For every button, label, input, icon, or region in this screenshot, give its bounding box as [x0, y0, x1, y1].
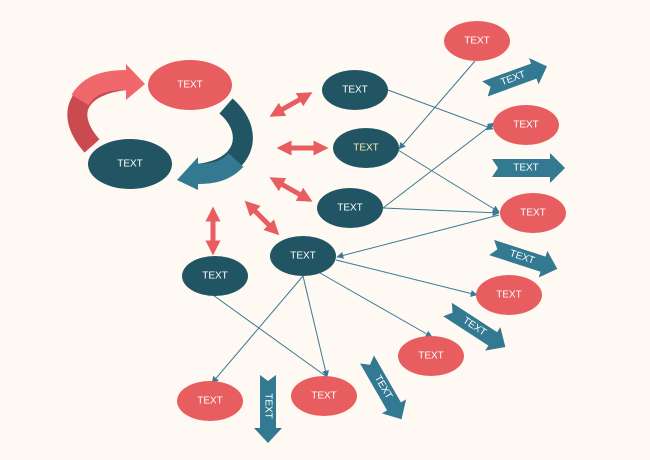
- node-label: TEXT: [177, 80, 203, 91]
- cycle-arrow-red: [67, 64, 145, 153]
- svg-text:TEXT: TEXT: [337, 203, 363, 214]
- svg-text:TEXT: TEXT: [496, 290, 522, 301]
- block-arrow: TEXT: [482, 58, 547, 97]
- coral-node: TEXT: [500, 193, 566, 233]
- connectors: [205, 60, 500, 384]
- coral-node: TEXT: [493, 105, 559, 145]
- dark-node: TEXT: [182, 256, 248, 296]
- svg-text:TEXT: TEXT: [202, 271, 228, 282]
- dark-node: TEXT: [270, 236, 336, 276]
- svg-text:TEXT: TEXT: [353, 143, 379, 154]
- coral-node: TEXT: [476, 275, 542, 315]
- cycle-arrow-teal: [177, 98, 253, 190]
- block-arrow: TEXT: [492, 153, 565, 183]
- svg-text:TEXT: TEXT: [263, 393, 274, 419]
- svg-text:TEXT: TEXT: [197, 396, 223, 407]
- coral-node: TEXT: [398, 336, 464, 376]
- cycle-node-top: TEXT: [148, 60, 232, 110]
- svg-text:TEXT: TEXT: [290, 251, 316, 262]
- svg-text:TEXT: TEXT: [513, 120, 539, 131]
- dark-node: TEXT: [317, 188, 383, 228]
- node-label: TEXT: [117, 159, 143, 170]
- svg-text:TEXT: TEXT: [342, 85, 368, 96]
- coral-node: TEXT: [177, 381, 243, 421]
- block-arrow: TEXT: [254, 375, 282, 443]
- coral-node: TEXT: [444, 21, 510, 61]
- cycle-node-bottom: TEXT: [88, 139, 172, 189]
- svg-text:TEXT: TEXT: [464, 36, 490, 47]
- block-arrow: TEXT: [489, 239, 558, 278]
- double-arrow: [269, 177, 313, 202]
- svg-text:TEXT: TEXT: [311, 391, 337, 402]
- svg-text:TEXT: TEXT: [513, 163, 539, 174]
- double-arrow: [244, 200, 280, 236]
- svg-text:TEXT: TEXT: [418, 351, 444, 362]
- dark-node: TEXT: [322, 70, 388, 110]
- coral-node: TEXT: [291, 376, 357, 416]
- svg-text:TEXT: TEXT: [520, 208, 546, 219]
- dark-node: TEXT: [333, 128, 399, 168]
- double-arrow: [269, 92, 313, 117]
